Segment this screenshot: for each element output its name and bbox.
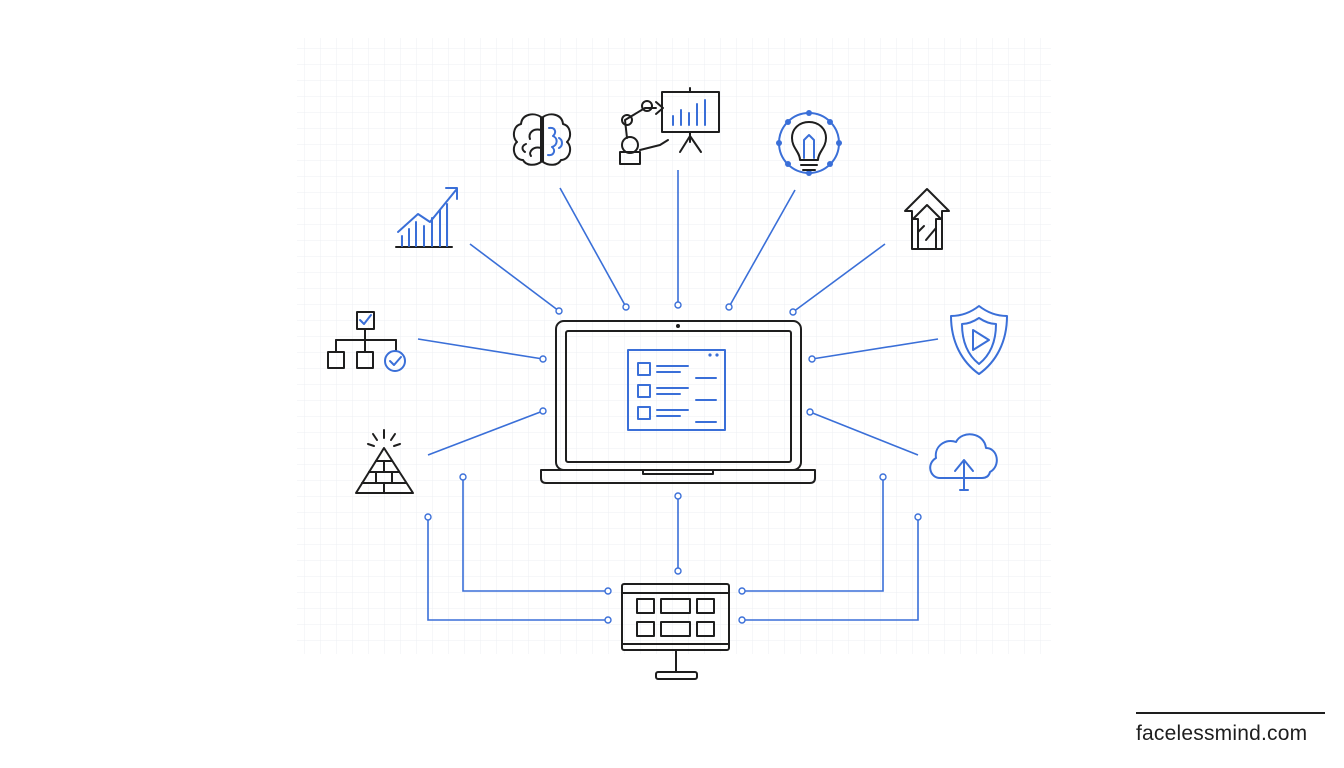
connector-dot — [604, 587, 612, 595]
connector-dot — [674, 492, 682, 500]
dashboard-window — [627, 349, 726, 431]
shield-play-icon — [950, 305, 1008, 375]
connector-dot — [539, 407, 547, 415]
connector-line-left-outer — [427, 517, 608, 621]
laptop-base — [540, 469, 816, 484]
connector-line-left-inner — [462, 477, 608, 592]
connector-line-pyramid — [427, 410, 544, 456]
up-arrows-icon — [904, 188, 950, 250]
monitor-grid-icon — [621, 583, 730, 680]
brain-icon — [512, 113, 572, 166]
connector-dot — [424, 513, 432, 521]
connector-line-growth — [469, 243, 560, 312]
connector-line-bulb — [728, 189, 796, 308]
connector-dot — [808, 355, 816, 363]
connector-dot — [622, 303, 630, 311]
connector-lines — [417, 170, 939, 621]
grid-background — [297, 38, 1051, 654]
connector-dot — [738, 616, 746, 624]
watermark-rule — [1136, 712, 1325, 714]
connector-line-arrows — [792, 243, 886, 313]
lightbulb-network-icon — [776, 110, 842, 176]
connector-dot — [539, 355, 547, 363]
connector-dot — [674, 301, 682, 309]
connector-dot — [914, 513, 922, 521]
connector-dot — [789, 308, 797, 316]
org-chart-checklist-icon — [327, 311, 406, 372]
connector-dot — [604, 616, 612, 624]
connector-line-shield — [811, 338, 939, 360]
connector-dot — [725, 303, 733, 311]
robot-arm-presentation-icon — [619, 87, 720, 165]
pyramid-icon — [355, 429, 414, 494]
connector-dot — [674, 567, 682, 575]
connector-line-cloud — [809, 411, 919, 456]
connector-line-brain — [559, 187, 627, 308]
laptop-hub — [540, 320, 816, 484]
connector-line-right-outer — [742, 517, 919, 621]
connector-dot — [806, 408, 814, 416]
connector-line-org — [417, 338, 544, 360]
connector-dot — [738, 587, 746, 595]
connector-dots — [424, 301, 922, 624]
growth-chart-icon — [395, 187, 458, 248]
connector-dot — [879, 473, 887, 481]
connector-dot — [555, 307, 563, 315]
connector-dot — [459, 473, 467, 481]
cloud-upload-icon — [929, 433, 998, 491]
watermark-text[interactable]: facelessmind.com — [1136, 722, 1308, 745]
laptop-screen — [565, 330, 792, 463]
laptop-camera — [676, 324, 680, 328]
laptop-touchpad-notch — [642, 469, 714, 475]
connector-line-right-inner — [742, 477, 884, 592]
